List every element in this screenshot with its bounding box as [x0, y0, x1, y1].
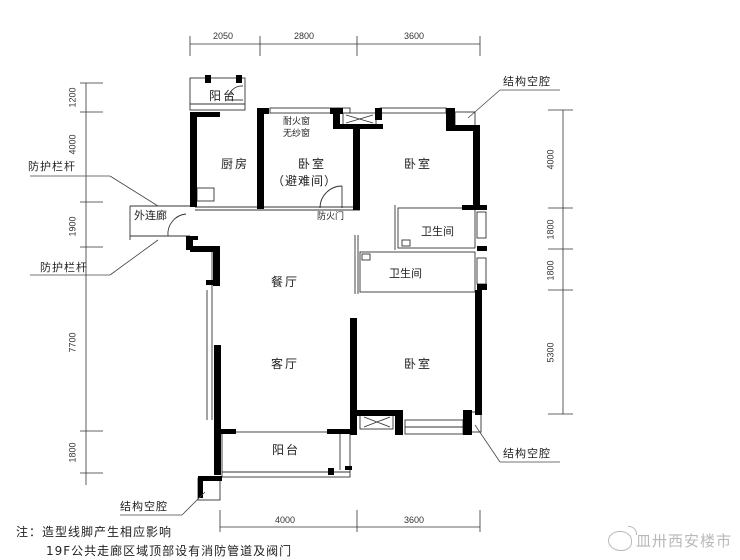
outer-corridor-label: 外连廊 — [134, 209, 167, 222]
fire-door-label: 防火门 — [317, 212, 345, 222]
room-bathroom-2: 卫生间 — [389, 267, 422, 280]
callout-leaders — [30, 89, 560, 516]
callout-railing-lower: 防护栏杆 — [40, 261, 88, 274]
room-bedroom-ne: 卧室 — [404, 157, 433, 171]
dim-left-4: 7700 — [67, 332, 78, 353]
room-bedroom-se: 卧室 — [404, 357, 433, 371]
dim-right-3: 1800 — [545, 260, 556, 281]
room-kitchen: 厨房 — [221, 157, 250, 171]
room-dining: 餐厅 — [271, 275, 300, 289]
watermark: 皿卅西安楼市 — [607, 525, 732, 551]
room-bathroom-1: 卫生间 — [421, 225, 454, 238]
dim-left-2: 4000 — [67, 134, 78, 155]
dimension-lines — [80, 36, 573, 532]
note-line-2: 19F公共走廊区域顶部设有消防管道及阀门 — [46, 544, 293, 558]
dim-left-3: 1900 — [67, 216, 78, 237]
fire-window-label-1: 耐火窗 — [283, 117, 311, 127]
room-balcony-bottom: 阳台 — [272, 443, 301, 457]
fire-window-label-2: 无纱窗 — [283, 129, 311, 139]
note-line-1: 注：造型线脚产生相应影响 — [16, 525, 173, 539]
dim-left-1: 1200 — [67, 87, 78, 108]
dim-bottom-2: 3600 — [404, 515, 425, 525]
dim-top-2: 2800 — [294, 31, 315, 41]
thin-outlines — [129, 77, 487, 501]
dim-right-4: 5300 — [545, 342, 556, 363]
callout-structural-cavity-se: 结构空腔 — [503, 447, 551, 460]
dim-left-5: 1800 — [67, 442, 78, 463]
callout-structural-cavity-sw: 结构空腔 — [120, 500, 168, 513]
dim-right-2: 1800 — [545, 219, 556, 240]
dim-right-1: 4000 — [545, 149, 556, 170]
room-living: 客厅 — [271, 357, 300, 371]
room-balcony-top: 阳台 — [209, 89, 238, 103]
callout-structural-cavity-ne: 结构空腔 — [503, 75, 551, 88]
structural-walls — [186, 75, 487, 498]
watermark-text: 皿卅西安楼市 — [635, 532, 732, 550]
dim-top-3: 3600 — [404, 31, 425, 41]
dim-bottom-1: 4000 — [275, 515, 296, 525]
room-bedroom-refuge-sub: （避难间） — [272, 174, 338, 188]
dim-top-1: 2050 — [213, 31, 234, 41]
weibo-logo-icon — [607, 525, 637, 551]
callout-railing-upper: 防护栏杆 — [28, 160, 76, 173]
room-bedroom-refuge: 卧室 — [298, 157, 327, 171]
